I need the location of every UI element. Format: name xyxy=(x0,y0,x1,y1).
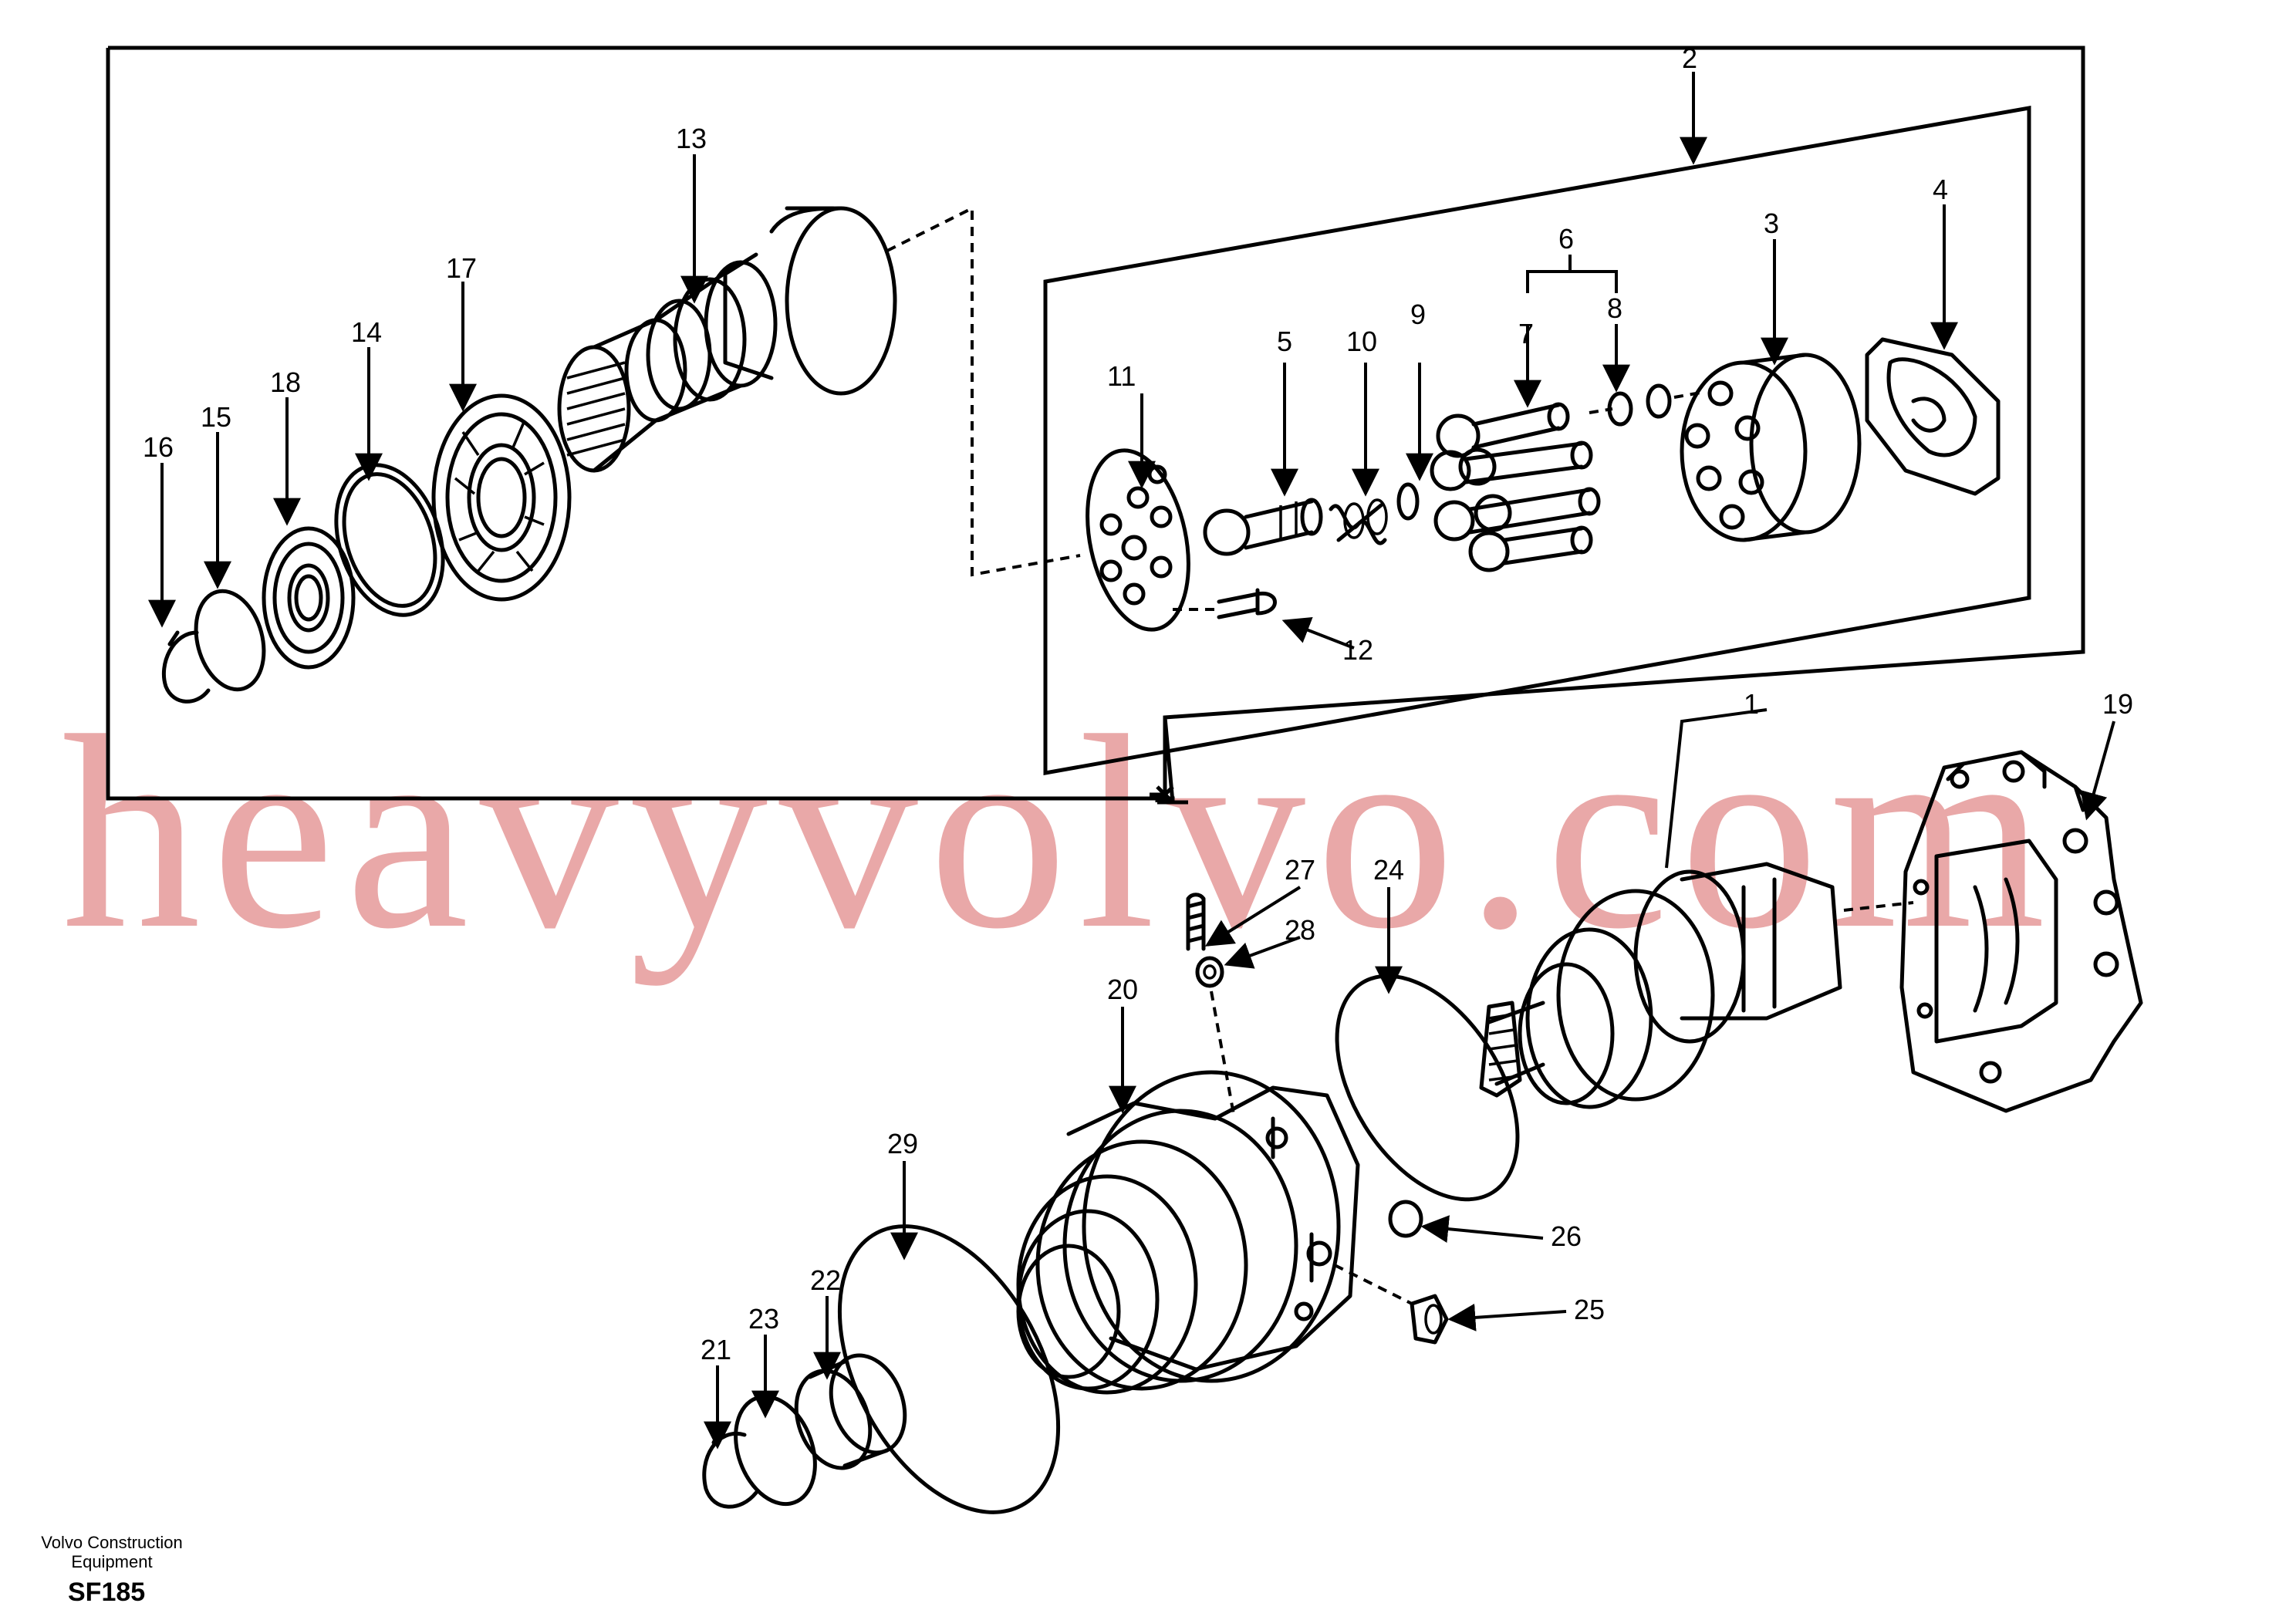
callout-11: 11 xyxy=(1107,360,1136,392)
callout-12: 12 xyxy=(1342,634,1373,666)
shim-ring xyxy=(334,463,445,617)
callout-26: 26 xyxy=(1551,1220,1582,1252)
footer: Volvo Construction Equipment SF185 xyxy=(41,1533,182,1607)
diagram-code: SF185 xyxy=(68,1578,145,1607)
callout-9: 9 xyxy=(1410,299,1426,330)
callout-27: 27 xyxy=(1285,854,1315,886)
callout-29: 29 xyxy=(887,1128,918,1159)
callout-22: 22 xyxy=(810,1264,841,1296)
bearing-small xyxy=(262,526,356,670)
callout-24: 24 xyxy=(1373,854,1404,886)
callout-8: 8 xyxy=(1607,292,1622,324)
callout-7: 7 xyxy=(1518,318,1534,349)
callout-21: 21 xyxy=(701,1334,731,1365)
bearing-large xyxy=(431,393,572,602)
callout-18: 18 xyxy=(270,366,301,398)
circlip-21 xyxy=(702,1426,758,1509)
drive-shaft xyxy=(557,206,897,473)
callout-23: 23 xyxy=(748,1303,779,1335)
company-name-line2: Equipment xyxy=(71,1552,152,1571)
callout-labels: 2 13 17 14 18 15 16 11 5 10 9 6 7 8 3 4 … xyxy=(143,42,2133,1365)
motor-housing xyxy=(1016,1070,1360,1395)
outer-frame-body xyxy=(106,48,1175,802)
company-name-line1: Volvo Construction xyxy=(41,1533,182,1552)
callout-6: 6 xyxy=(1558,223,1574,255)
rotary-group-frame xyxy=(1043,106,2031,775)
callout-25: 25 xyxy=(1574,1294,1605,1325)
callout-1: 1 xyxy=(1744,688,1759,720)
callout-14: 14 xyxy=(351,316,382,348)
seal-28 xyxy=(1195,956,1224,988)
ring-8 xyxy=(1607,391,1633,427)
ring-8b xyxy=(1646,383,1672,419)
motor-assembly xyxy=(1479,862,1842,1109)
swash-plate xyxy=(1865,337,2001,496)
callout-2: 2 xyxy=(1682,42,1697,74)
callout-5: 5 xyxy=(1277,326,1292,357)
ring-link-line xyxy=(1589,390,1706,414)
o-ring-29 xyxy=(837,1224,1061,1514)
pistons xyxy=(1430,402,1601,572)
plug-link-line xyxy=(1334,1264,1413,1305)
circlip-16 xyxy=(161,630,211,704)
plug-25 xyxy=(1410,1294,1449,1345)
o-ring-26 xyxy=(1388,1200,1423,1238)
callout-17: 17 xyxy=(446,252,477,284)
pin-link-line xyxy=(1210,991,1236,1119)
callout-19: 19 xyxy=(2102,688,2133,720)
leader-lines xyxy=(148,72,2115,1450)
callout-20: 20 xyxy=(1107,974,1138,1005)
retaining-ring-23 xyxy=(734,1394,817,1507)
screw-12 xyxy=(1217,588,1277,619)
cylinder-block xyxy=(1680,353,1862,542)
callout-28: 28 xyxy=(1285,914,1315,946)
washer-9 xyxy=(1396,482,1420,521)
retaining-ring-15 xyxy=(194,589,266,692)
callout-15: 15 xyxy=(201,401,231,433)
motor-link-line xyxy=(1843,901,1914,912)
callout-3: 3 xyxy=(1764,208,1779,239)
callout-16: 16 xyxy=(143,431,174,463)
shaft-link-line xyxy=(886,205,1081,577)
valve-housing xyxy=(1899,750,2143,1113)
watermark-text: heavyvolvo.com xyxy=(62,678,2056,987)
port-plate xyxy=(1086,448,1190,632)
centre-pin xyxy=(1203,498,1323,556)
callout-4: 4 xyxy=(1933,174,1948,205)
spring-10 xyxy=(1329,498,1388,545)
callout-10: 10 xyxy=(1346,326,1377,357)
callout-13: 13 xyxy=(676,123,707,154)
o-ring-24 xyxy=(1335,974,1520,1202)
pin-27 xyxy=(1186,893,1206,951)
